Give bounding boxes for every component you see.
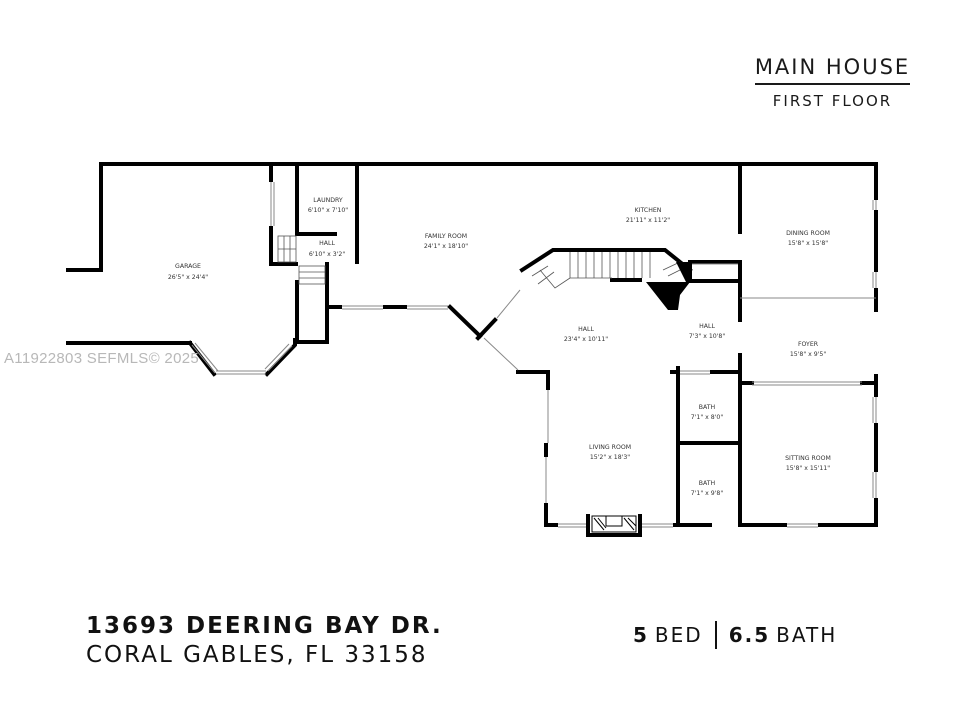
room-size: 7'1" x 8'0" bbox=[691, 414, 724, 421]
room-living-room: LIVING ROOM 15'2" x 18'3" bbox=[589, 444, 631, 461]
room-hall-small: HALL 6'10" x 3'2" bbox=[309, 240, 346, 258]
address-city: CORAL GABLES, FL 33158 bbox=[86, 642, 428, 668]
room-hall-side: HALL 7'3" x 10'8" bbox=[689, 323, 726, 340]
room-size: 7'3" x 10'8" bbox=[689, 333, 726, 340]
room-name: BATH bbox=[699, 480, 716, 487]
living-fireplace bbox=[591, 515, 637, 533]
room-size: 23'4" x 10'11" bbox=[564, 336, 608, 343]
room-garage: GARAGE 26'5" x 24'4" bbox=[168, 263, 208, 281]
room-name: BATH bbox=[699, 404, 716, 411]
room-name: KITCHEN bbox=[635, 207, 662, 214]
bed-bath-stats: 5 BED 6.5 BATH bbox=[633, 621, 837, 649]
room-bath-2: BATH 7'1" x 9'8" bbox=[691, 480, 724, 497]
room-hall-main: HALL 23'4" x 10'11" bbox=[564, 326, 608, 343]
stats-divider bbox=[714, 621, 717, 649]
room-kitchen: KITCHEN 21'11" x 11'2" bbox=[626, 207, 670, 224]
room-name: LIVING ROOM bbox=[589, 444, 631, 451]
room-size: 21'11" x 11'2" bbox=[626, 217, 670, 224]
windows bbox=[191, 182, 877, 528]
room-dining-room: DINING ROOM 15'8" x 15'8" bbox=[786, 230, 830, 247]
building-title: MAIN HOUSE bbox=[754, 55, 911, 85]
room-name: HALL bbox=[578, 326, 594, 333]
baths-count: 6.5 bbox=[728, 623, 771, 647]
beds-label: BED bbox=[654, 623, 703, 647]
address-street: 13693 DEERING BAY DR. bbox=[86, 613, 443, 639]
room-name: FOYER bbox=[798, 341, 819, 348]
room-laundry: LAUNDRY 6'10" x 7'10" bbox=[308, 197, 348, 214]
room-size: 24'1" x 18'10" bbox=[424, 243, 468, 250]
room-size: 6'10" x 7'10" bbox=[308, 207, 348, 214]
room-size: 15'2" x 18'3" bbox=[590, 454, 630, 461]
room-size: 7'1" x 9'8" bbox=[691, 490, 724, 497]
beds-count: 5 bbox=[633, 623, 649, 647]
room-size: 15'8" x 9'5" bbox=[790, 351, 827, 358]
room-name: LAUNDRY bbox=[313, 197, 343, 204]
room-foyer: FOYER 15'8" x 9'5" bbox=[790, 341, 827, 358]
mls-watermark: A11922803 SEFMLS© 2025 bbox=[4, 350, 200, 367]
baths-label: BATH bbox=[776, 623, 838, 647]
room-size: 15'8" x 15'11" bbox=[786, 465, 830, 472]
room-name: SITTING ROOM bbox=[785, 455, 831, 462]
chimney-block bbox=[646, 262, 692, 310]
room-family-room: FAMILY ROOM 24'1" x 18'10" bbox=[424, 233, 468, 250]
room-name: DINING ROOM bbox=[786, 230, 830, 237]
room-name: FAMILY ROOM bbox=[425, 233, 467, 240]
room-size: 26'5" x 24'4" bbox=[168, 274, 208, 281]
room-name: HALL bbox=[699, 323, 715, 330]
room-size: 6'10" x 3'2" bbox=[309, 251, 346, 258]
walls bbox=[66, 162, 878, 537]
property-address: 13693 DEERING BAY DR. CORAL GABLES, FL 3… bbox=[86, 612, 443, 670]
room-name: GARAGE bbox=[175, 263, 201, 270]
room-sitting-room: SITTING ROOM 15'8" x 15'11" bbox=[785, 455, 831, 472]
room-name: HALL bbox=[319, 240, 335, 247]
room-bath-1: BATH 7'1" x 8'0" bbox=[691, 404, 724, 421]
floor-subtitle: FIRST FLOOR bbox=[772, 92, 893, 110]
room-size: 15'8" x 15'8" bbox=[788, 240, 828, 247]
floor-title-block: MAIN HOUSE FIRST FLOOR bbox=[740, 55, 925, 110]
